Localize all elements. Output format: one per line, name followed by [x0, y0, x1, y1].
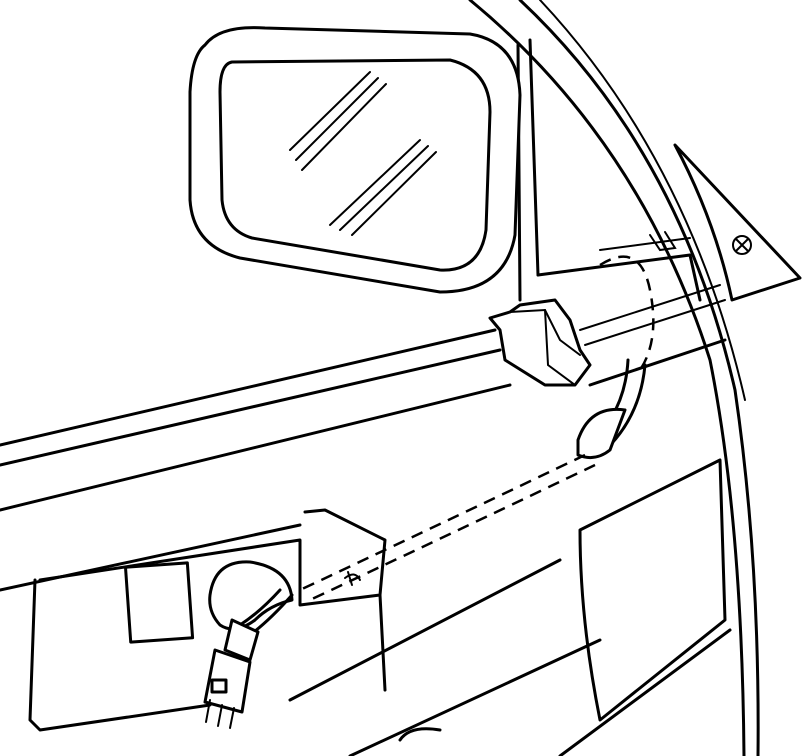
harness-connector: [203, 588, 294, 729]
window-frame: [468, 0, 760, 756]
corner-trim: [673, 143, 802, 302]
screw-icon: [732, 235, 752, 255]
grommet-hole: [208, 560, 294, 631]
mirror-base: [488, 298, 592, 387]
switch-recess: [123, 561, 195, 644]
door-panel: [0, 458, 732, 756]
belt-line: [0, 284, 727, 512]
mirror-cable: [299, 255, 655, 602]
mirror-glass: [218, 58, 492, 272]
mirror-housing: [188, 26, 522, 294]
